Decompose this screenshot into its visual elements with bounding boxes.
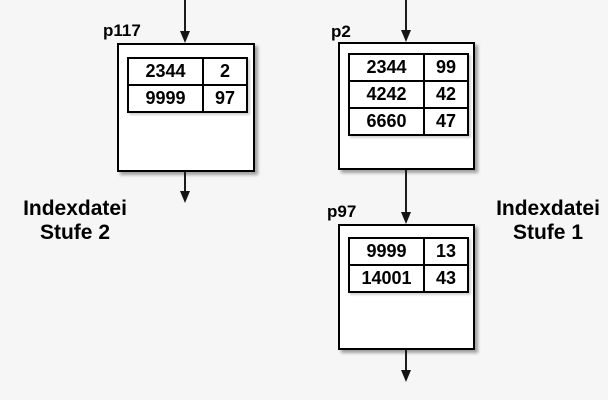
table-row: 4242 42 [348, 80, 469, 109]
arrow-down-icon [401, 370, 411, 382]
caption-indexdatei-stufe-2: Indexdatei Stufe 2 [8, 197, 142, 245]
table-row: 2344 99 [348, 53, 469, 82]
node-box-p2: 2344 99 4242 42 6660 47 [338, 42, 475, 170]
node-label-p97: p97 [327, 202, 357, 221]
table-row: 6660 47 [348, 107, 469, 136]
caption-line: Stufe 2 [39, 221, 110, 244]
arrow-line [405, 350, 407, 371]
pointer-cell: 47 [423, 107, 469, 136]
caption-line: Stufe 1 [512, 221, 583, 244]
pointer-cell: 13 [423, 237, 469, 266]
pointer-cell: 43 [423, 264, 469, 293]
table-row: 9999 97 [127, 84, 248, 113]
pointer-cell: 2 [202, 57, 248, 86]
arrow-down-icon [401, 30, 411, 42]
key-cell: 6660 [348, 107, 425, 136]
node-table-p97: 9999 13 14001 43 [348, 237, 469, 293]
node-table-p117: 2344 2 9999 97 [127, 57, 248, 113]
arrow-line [405, 0, 407, 31]
caption-indexdatei-stufe-1: Indexdatei Stufe 1 [488, 197, 608, 245]
arrow-down-icon [401, 212, 411, 224]
pointer-cell: 42 [423, 80, 469, 109]
node-table-p2: 2344 99 4242 42 6660 47 [348, 53, 469, 136]
arrow-line [184, 0, 186, 32]
arrow-down-icon [180, 191, 190, 203]
node-label-p2: p2 [331, 22, 351, 41]
key-cell: 14001 [348, 264, 425, 293]
node-box-p117: 2344 2 9999 97 [117, 43, 255, 172]
pointer-cell: 99 [423, 53, 469, 82]
caption-line: Indexdatei [23, 197, 127, 220]
table-row: 2344 2 [127, 57, 248, 86]
arrow-line [405, 170, 407, 213]
table-row: 9999 13 [348, 237, 469, 266]
arrow-down-icon [180, 31, 190, 43]
caption-line: Indexdatei [496, 197, 600, 220]
table-row: 14001 43 [348, 264, 469, 293]
key-cell: 9999 [127, 84, 204, 113]
key-cell: 4242 [348, 80, 425, 109]
pointer-cell: 97 [202, 84, 248, 113]
key-cell: 2344 [127, 57, 204, 86]
arrow-line [184, 172, 186, 192]
key-cell: 2344 [348, 53, 425, 82]
key-cell: 9999 [348, 237, 425, 266]
node-box-p97: 9999 13 14001 43 [338, 224, 475, 350]
node-label-p117: p117 [103, 21, 141, 40]
